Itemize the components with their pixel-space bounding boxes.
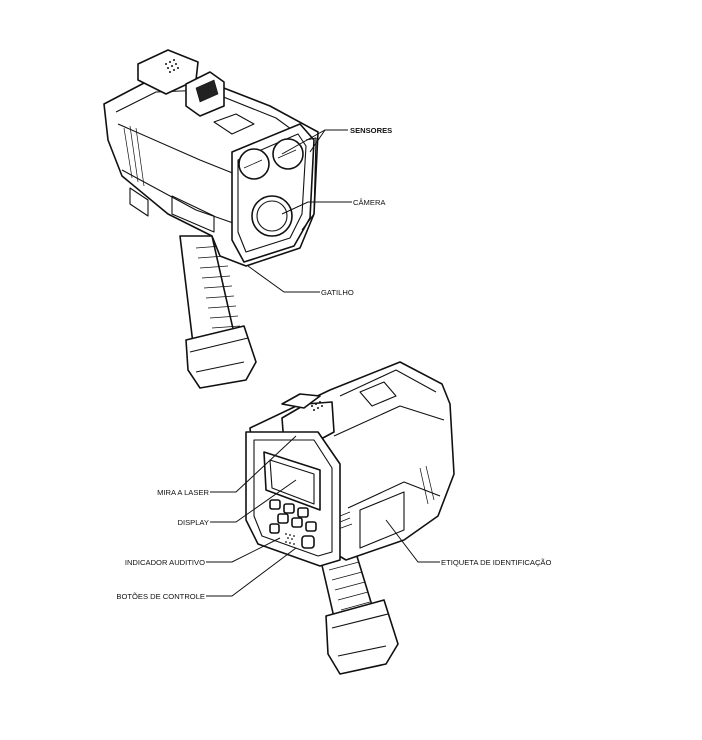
callout-labels: SENSORES CÂMERA GATILHO MIRA A LASER DIS… — [116, 126, 551, 601]
label-camera: CÂMERA — [353, 198, 386, 207]
leader-etiqueta — [385, 519, 440, 563]
laser-sight-housing-front — [137, 49, 225, 117]
label-gatilho: GATILHO — [321, 288, 354, 297]
label-etiqueta-identificacao: ETIQUETA DE IDENTIFICAÇÃO — [441, 558, 551, 567]
camera-lens — [251, 195, 293, 237]
device-rear-view — [245, 361, 455, 675]
display-screen — [263, 451, 321, 511]
device-front-view — [103, 49, 319, 389]
leader-camera — [281, 201, 352, 215]
sensor-lens-right — [272, 138, 304, 170]
sensor-lens-left — [238, 148, 270, 180]
leader-sensores — [281, 129, 348, 155]
label-sensores: SENSORES — [350, 126, 392, 135]
label-indicador-auditivo: INDICADOR AUDITIVO — [125, 558, 205, 567]
label-botoes-controle: BOTÕES DE CONTROLE — [116, 592, 205, 601]
leader-indicador — [206, 537, 281, 563]
leader-lines — [206, 129, 440, 597]
audio-indicator-grille — [285, 533, 295, 545]
lens-panel — [231, 123, 315, 263]
leader-botoes — [206, 547, 297, 597]
label-display: DISPLAY — [177, 518, 209, 527]
leader-mira-laser — [210, 435, 297, 493]
control-buttons — [269, 499, 317, 549]
speaker-grille-rear — [311, 401, 323, 411]
leader-gatilho — [247, 265, 320, 293]
rear-panel — [245, 431, 341, 567]
label-mira-laser: MIRA A LASER — [157, 488, 209, 497]
speaker-grille-top — [165, 59, 179, 73]
leader-display — [210, 479, 297, 523]
handle-front — [179, 235, 257, 389]
